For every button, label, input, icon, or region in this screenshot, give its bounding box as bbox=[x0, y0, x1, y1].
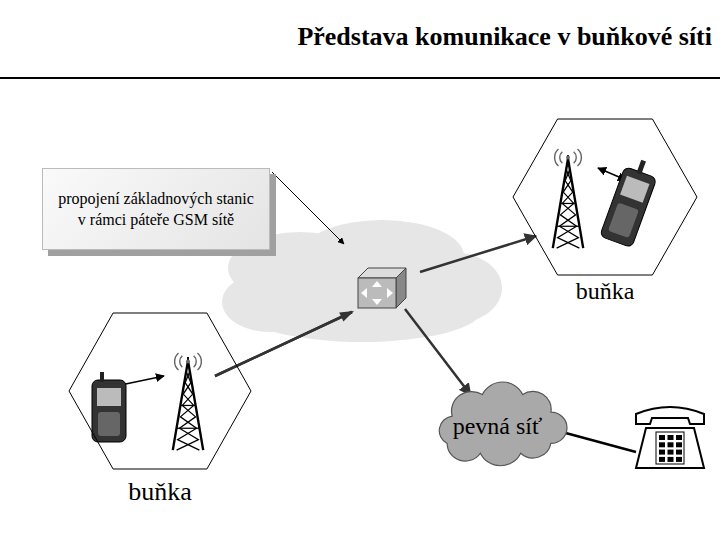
switch-icon bbox=[387, 288, 393, 298]
mobile-phone bbox=[98, 412, 120, 436]
connector-arrow bbox=[215, 236, 536, 376]
key bbox=[668, 435, 674, 440]
mobile-phone bbox=[92, 372, 126, 442]
title-rule bbox=[0, 77, 720, 79]
switch-icon bbox=[358, 278, 396, 308]
radio-waves bbox=[175, 353, 202, 370]
node-label: buňka bbox=[512, 278, 698, 304]
backbone-cloud bbox=[222, 272, 318, 332]
key bbox=[668, 442, 674, 447]
hexagon-outline bbox=[69, 313, 251, 469]
mobile-phone bbox=[600, 167, 657, 248]
mobile-phone bbox=[608, 202, 639, 238]
key bbox=[668, 450, 674, 455]
node-label: pevná síť bbox=[427, 413, 568, 439]
cell-hexagon: buňka bbox=[512, 118, 698, 313]
connector-arrow bbox=[215, 309, 471, 395]
mobile-phone bbox=[97, 388, 121, 406]
mobile-phone bbox=[636, 160, 645, 175]
key bbox=[659, 457, 665, 462]
mobile-phone bbox=[92, 380, 126, 442]
hexagon-outline bbox=[512, 118, 698, 276]
cell-hexagon: buňka bbox=[68, 312, 252, 517]
callout-box: propojení základnových stanic v rámci pá… bbox=[42, 168, 270, 250]
title: Představa komunikace v buňkové síti bbox=[297, 22, 712, 52]
tower-symbol bbox=[553, 155, 583, 248]
mobile-phone bbox=[620, 176, 649, 203]
hexagon-outline bbox=[513, 119, 697, 275]
key bbox=[676, 457, 682, 462]
key bbox=[659, 450, 665, 455]
hexagon-outline bbox=[68, 312, 252, 470]
leader-line bbox=[272, 172, 344, 244]
radio-waves bbox=[555, 149, 582, 166]
telephone bbox=[656, 432, 684, 464]
keypad bbox=[659, 435, 682, 462]
network-cloud: pevná síť bbox=[427, 375, 568, 463]
telephone bbox=[636, 407, 704, 424]
switch-icon bbox=[372, 281, 382, 287]
tower-symbol bbox=[173, 357, 203, 450]
key bbox=[676, 450, 682, 455]
telephone bbox=[636, 407, 704, 468]
key bbox=[659, 442, 665, 447]
node-label: buňka bbox=[68, 478, 252, 507]
switch-icon bbox=[361, 288, 367, 298]
telephone bbox=[636, 428, 704, 468]
switch-icon bbox=[396, 268, 406, 308]
mobile-phone bbox=[600, 155, 661, 247]
mobile-phone bbox=[100, 372, 104, 382]
callout-text: propojení základnových stanic v rámci pá… bbox=[57, 188, 255, 230]
key bbox=[668, 457, 674, 462]
key bbox=[676, 435, 682, 440]
switch-icon bbox=[358, 268, 406, 308]
phone-line bbox=[562, 432, 636, 452]
switch-icon bbox=[372, 299, 382, 305]
key bbox=[659, 435, 665, 440]
key bbox=[676, 442, 682, 447]
